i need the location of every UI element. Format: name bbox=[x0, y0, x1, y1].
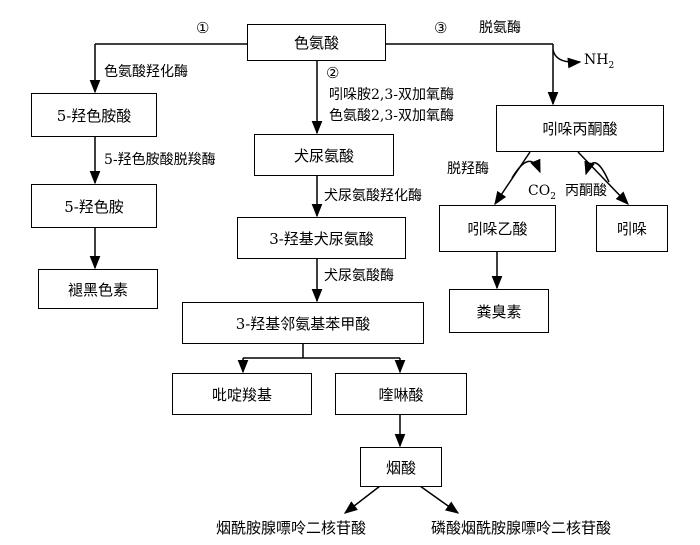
enzyme-deaminase: 脱氨酶 bbox=[479, 20, 521, 36]
enzyme-dehydroxylase: 脱羟酶 bbox=[447, 161, 489, 177]
byproduct-pyruvate: 丙酮酸 bbox=[565, 183, 607, 199]
arrow-nic-to-nad bbox=[343, 485, 381, 514]
pathway-marker-1: ① bbox=[196, 19, 210, 37]
nh2-release-arrow bbox=[552, 49, 582, 69]
enzyme-tdo: 色氨酸2,3-双加氧酶 bbox=[329, 108, 454, 124]
co2-release-arrow bbox=[511, 158, 541, 179]
pathway-marker-2: ② bbox=[326, 64, 340, 82]
co2-subscript: 2 bbox=[550, 191, 556, 202]
node-indole: 吲哚 bbox=[596, 205, 668, 252]
pyruvate-release-arrow bbox=[584, 160, 610, 183]
enzyme-kynureninase: 犬尿氨酸酶 bbox=[324, 268, 394, 284]
nh2-text: NH bbox=[584, 52, 609, 68]
arrow-nic-to-nadp bbox=[419, 485, 460, 514]
node-skatole: 粪臭素 bbox=[449, 289, 549, 333]
node-indole-acetic-acid: 吲哚乙酸 bbox=[439, 205, 556, 252]
node-picolinic-acid: 吡啶羧基 bbox=[172, 373, 312, 415]
co2-text: CO bbox=[528, 183, 551, 199]
node-kynurenine: 犬尿氨酸 bbox=[254, 134, 394, 176]
node-indole-pyruvic-acid: 吲哚丙酮酸 bbox=[496, 105, 664, 152]
enzyme-5-htp-decarboxylase: 5-羟色胺酸脱羧酶 bbox=[104, 152, 216, 168]
byproduct-nh2: NH2 bbox=[584, 51, 614, 75]
nh2-subscript: 2 bbox=[608, 60, 615, 71]
enzyme-tryptophan-hydroxylase: 色氨酸羟化酶 bbox=[104, 64, 188, 80]
node-melatonin: 褪黑色素 bbox=[38, 269, 158, 309]
node-nad: 烟酰胺腺嘌呤二核苷酸 bbox=[216, 519, 367, 537]
node-nadp: 磷酸烟酰胺腺嘌呤二核苷酸 bbox=[431, 519, 612, 537]
node-niacin: 烟酸 bbox=[360, 447, 442, 487]
node-serotonin: 5-羟色胺 bbox=[31, 184, 157, 228]
node-3-hydroxyanthranilic-acid: 3-羟基邻氨基苯甲酸 bbox=[182, 302, 424, 344]
node-5-htp: 5-羟色胺酸 bbox=[31, 93, 157, 137]
enzyme-kynurenine-hydroxylase: 犬尿氨酸羟化酶 bbox=[324, 188, 422, 204]
node-tryptophan: 色氨酸 bbox=[247, 24, 386, 61]
node-3-hydroxykynurenine: 3-羟基犬尿氨酸 bbox=[237, 217, 406, 259]
pathway-marker-3: ③ bbox=[434, 19, 448, 37]
byproduct-co2: CO2 bbox=[528, 182, 556, 206]
node-quinolinic-acid: 喹啉酸 bbox=[335, 373, 467, 415]
arrow-ipa-to-ind bbox=[577, 151, 629, 205]
enzyme-ido: 吲哚胺2,3-双加氧酶 bbox=[329, 87, 454, 103]
